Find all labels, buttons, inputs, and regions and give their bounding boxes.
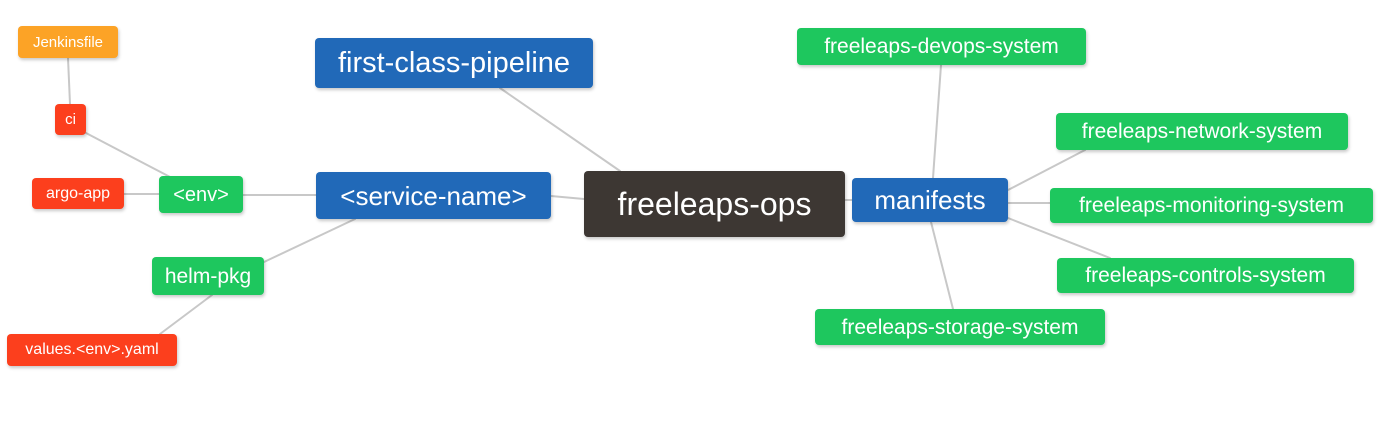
mindmap-node-values-env-yaml[interactable]: values.<env>.yaml bbox=[7, 334, 177, 366]
edge-manifests-controls bbox=[1007, 217, 1111, 259]
mindmap-node-label: freeleaps-ops bbox=[617, 186, 812, 222]
mindmap-node-service-name[interactable]: <service-name> bbox=[316, 172, 551, 219]
mindmap-node-helm-pkg[interactable]: helm-pkg bbox=[152, 257, 264, 295]
mindmap-node-label: freeleaps-controls-system bbox=[1085, 264, 1326, 287]
mindmap-node-label: helm-pkg bbox=[164, 264, 252, 288]
edge-values-helm-pkg bbox=[159, 294, 213, 335]
mindmap-node-label: freeleaps-monitoring-system bbox=[1079, 194, 1344, 217]
mindmap-node-freeleaps-devops-system[interactable]: freeleaps-devops-system bbox=[797, 28, 1086, 65]
mindmap-node-label: <service-name> bbox=[340, 180, 527, 211]
edge-manifests-storage bbox=[930, 221, 954, 310]
mindmap-node-freeleaps-monitoring-system[interactable]: freeleaps-monitoring-system bbox=[1050, 188, 1373, 223]
mindmap-node-freeleaps-network-system[interactable]: freeleaps-network-system bbox=[1056, 113, 1348, 150]
mindmap-node-label: ci bbox=[65, 111, 76, 128]
mindmap-node-env[interactable]: <env> bbox=[159, 176, 243, 213]
mindmap-node-ci[interactable]: ci bbox=[55, 104, 86, 135]
mindmap-node-manifests[interactable]: manifests bbox=[852, 178, 1008, 222]
edge-service-name-ops bbox=[550, 195, 585, 200]
mindmap-node-label: freeleaps-devops-system bbox=[824, 35, 1059, 58]
mindmap-node-argo-app[interactable]: argo-app bbox=[32, 178, 124, 209]
mindmap-node-label: values.<env>.yaml bbox=[25, 341, 159, 358]
mindmap-node-label: argo-app bbox=[45, 184, 111, 202]
mindmap-node-label: Jenkinsfile bbox=[32, 33, 104, 51]
mindmap-node-label: freeleaps-network-system bbox=[1081, 120, 1323, 143]
mindmap-node-first-class-pipeline[interactable]: first-class-pipeline bbox=[315, 38, 593, 88]
edge-manifests-network bbox=[1007, 149, 1086, 191]
edge-jenkinsfile-ci bbox=[67, 57, 71, 105]
mindmap-node-jenkinsfile[interactable]: Jenkinsfile bbox=[18, 26, 118, 58]
mindmap-node-freeleaps-controls-system[interactable]: freeleaps-controls-system bbox=[1057, 258, 1354, 293]
edge-manifests-devops bbox=[932, 64, 942, 179]
mindmap-node-label: <env> bbox=[173, 183, 229, 206]
mindmap-node-label: first-class-pipeline bbox=[337, 46, 571, 79]
mindmap-node-label: freeleaps-storage-system bbox=[841, 315, 1079, 339]
mindmap-node-label: manifests bbox=[874, 185, 986, 215]
mindmap-node-freeleaps-ops[interactable]: freeleaps-ops bbox=[584, 171, 845, 237]
mindmap-node-freeleaps-storage-system[interactable]: freeleaps-storage-system bbox=[815, 309, 1105, 345]
edge-pipeline-ops bbox=[499, 87, 621, 172]
edge-ci-env bbox=[85, 132, 173, 179]
edge-helm-pkg-service-name bbox=[263, 218, 356, 263]
